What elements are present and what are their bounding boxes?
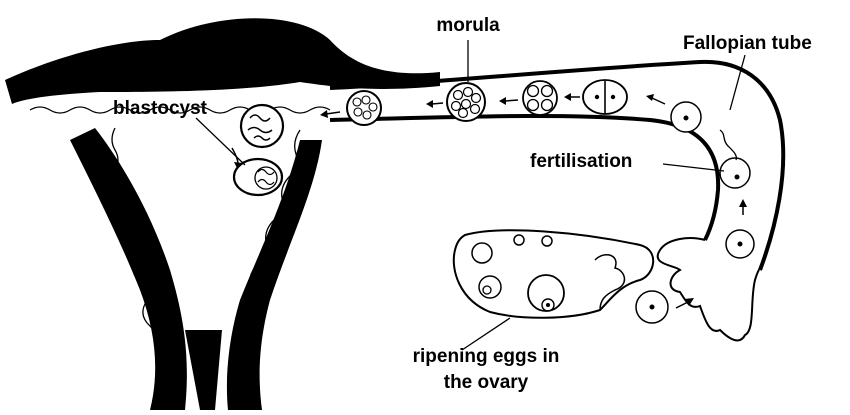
follicle [528, 275, 564, 311]
fertilised-egg-nucleus [735, 175, 740, 180]
fertilised-egg [720, 158, 750, 188]
arrow-tube-1 [652, 98, 665, 104]
fallopian-tube-lower [330, 116, 718, 240]
arrow-up-head [739, 199, 747, 207]
zygote-nucleus [684, 116, 689, 121]
follicle-egg [483, 286, 491, 294]
arrow-tube-5-head [320, 110, 328, 118]
arrow-tube-4 [432, 103, 443, 104]
uterus-fundus-wall [5, 18, 440, 104]
implanting-blastocyst [234, 159, 282, 195]
uterine-blastocyst [241, 105, 283, 147]
arrow-tube-5 [326, 112, 340, 114]
arrow-tube-4-head [426, 100, 433, 108]
early-blastocyst [347, 91, 381, 125]
morula-label: morula [436, 15, 500, 36]
fertilisation-label: fertilisation [530, 151, 632, 172]
arrow-tube-1-head [646, 94, 654, 101]
morula-embryo [447, 83, 485, 121]
follicle [542, 236, 552, 246]
cervix-inner [185, 330, 222, 410]
egg-in-tube-nucleus [738, 242, 743, 247]
follicle [472, 243, 492, 263]
four-cell-embryo [523, 81, 557, 115]
follicle-egg-nucleus [546, 303, 550, 307]
ovary-rupture [595, 255, 624, 310]
follicle [514, 235, 524, 245]
ripening-eggs-label-line1: ripening eggs in [413, 346, 560, 367]
arrow-tube-3 [505, 100, 518, 101]
two-cell-embryo [583, 80, 627, 114]
sperm-tail [720, 130, 736, 160]
fallopian-tube-pointer [730, 55, 745, 110]
arrow-tube-3-head [499, 97, 506, 105]
blastocyst-pointer [196, 118, 245, 165]
blastocyst-label: blastocyst [113, 98, 208, 119]
uterus-left-wall [70, 128, 187, 410]
fallopian-tube-label: Fallopian tube [683, 33, 812, 54]
ripening-eggs [472, 235, 564, 311]
ripening-eggs-label-line2: the ovary [444, 372, 529, 393]
arrow-tube-2-head [564, 93, 571, 101]
released-egg-nucleus [650, 305, 655, 310]
